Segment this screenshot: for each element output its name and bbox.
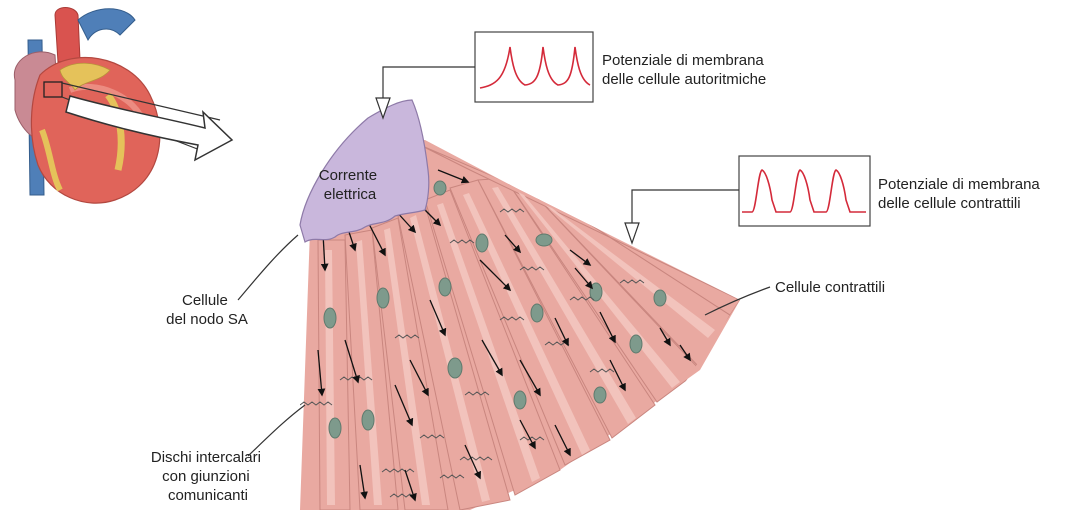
contractile-potential-label: Potenziale di membrana delle cellule con…	[878, 176, 1044, 212]
intercalated-discs-label: Dischi intercalari con giunzioni comunic…	[151, 449, 265, 504]
nucleus	[434, 181, 446, 195]
nucleus	[324, 308, 336, 328]
nucleus	[377, 288, 389, 308]
nucleus	[630, 335, 642, 353]
cardiac-muscle-fan	[300, 100, 740, 510]
nucleus	[654, 290, 666, 306]
autorhythmic-trace-box	[475, 32, 593, 102]
nucleus	[536, 234, 552, 246]
nucleus	[329, 418, 341, 438]
sa-node-label: Cellule del nodo SA	[166, 292, 248, 328]
nucleus	[439, 278, 451, 296]
contractile-cells-label: Cellule contrattili	[775, 279, 885, 296]
nucleus	[531, 304, 543, 322]
nucleus	[362, 410, 374, 430]
nucleus	[514, 391, 526, 409]
nucleus	[448, 358, 462, 378]
nucleus	[476, 234, 488, 252]
autorhythmic-label: Potenziale di membrana delle cellule aut…	[602, 52, 768, 88]
contractile-trace-box	[739, 156, 870, 226]
nucleus	[594, 387, 606, 403]
